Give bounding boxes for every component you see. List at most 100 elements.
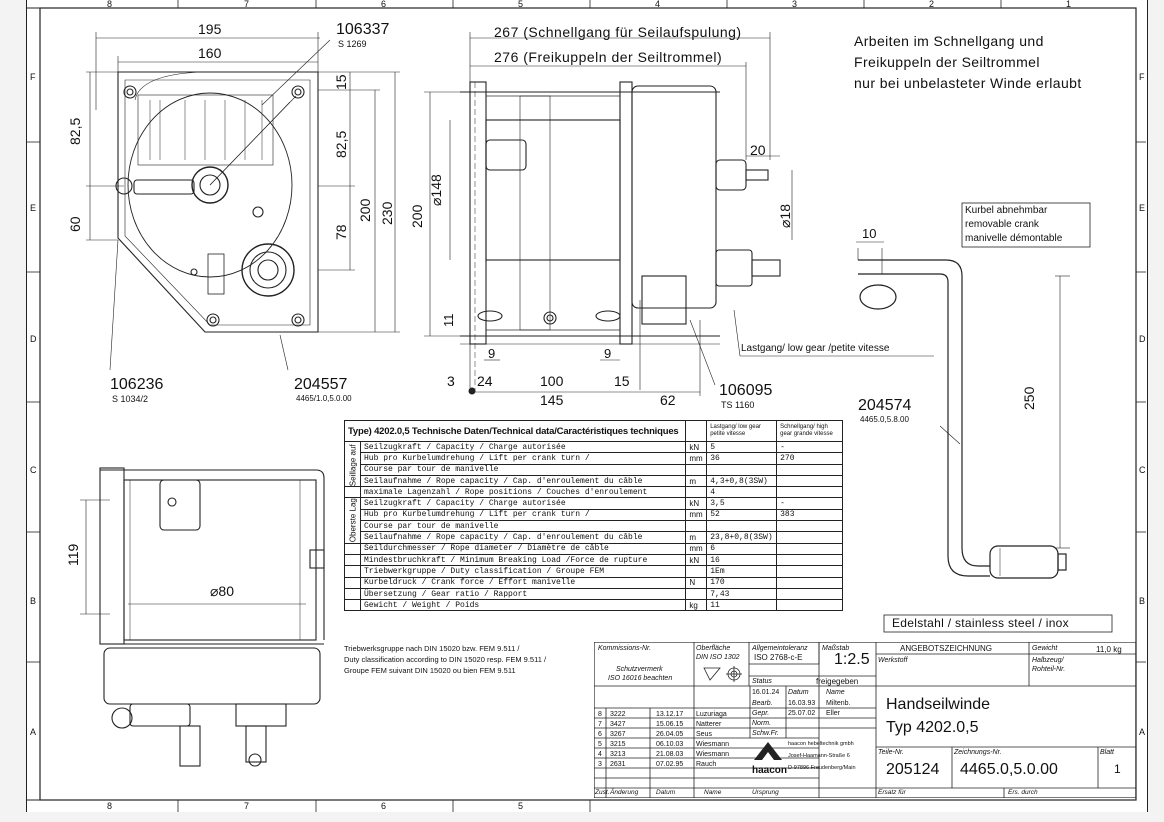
dim-15: 15 bbox=[333, 74, 349, 90]
spec-cell: 52 bbox=[706, 508, 778, 522]
rev-nr: 3427 bbox=[610, 721, 626, 728]
fem-note-line-2: Duty classification according to DIN 150… bbox=[344, 655, 547, 664]
side-view bbox=[460, 81, 781, 392]
table-row: maximale Lagenzahl / Rope positions / Co… bbox=[344, 486, 843, 499]
tb-gepr: Gepr. bbox=[752, 710, 770, 717]
table-row: Hub pro Kurbelumdrehung / Lift per crank… bbox=[345, 508, 843, 522]
tb-ursprung: Ursprung bbox=[752, 789, 779, 796]
spec-cell: kN bbox=[685, 440, 708, 454]
spec-cell: Course par tour de manivelle bbox=[359, 463, 687, 476]
spec-cell: 6 bbox=[706, 542, 778, 555]
warning-note-line-1: Arbeiten im Schnellgang und bbox=[854, 33, 1044, 49]
spec-cell: 4 bbox=[706, 486, 778, 499]
row-label-d-right: D bbox=[1139, 334, 1146, 344]
spec-cell: N bbox=[685, 576, 708, 589]
spec-cell: kN bbox=[685, 497, 708, 510]
dim-119: 119 bbox=[65, 543, 81, 566]
rev-z: 6 bbox=[598, 731, 602, 738]
table-row: Seildurchmesser / Rope diameter / Diamèt… bbox=[344, 542, 843, 555]
dim-200: 200 bbox=[357, 198, 373, 222]
tb-aenderung: Änderung bbox=[610, 789, 639, 796]
row-label-d: D bbox=[30, 334, 37, 344]
spec-cell bbox=[685, 486, 708, 499]
rev-nr: 2631 bbox=[610, 761, 626, 768]
dim-15-side: 15 bbox=[614, 373, 630, 389]
table-row: Seillage auf ... Sur le tambourSeilzugkr… bbox=[344, 440, 843, 487]
col-label-8: 8 bbox=[107, 0, 113, 9]
lastgang-note: Lastgang/ low gear /petite vitesse bbox=[741, 343, 890, 354]
tb-gewicht: 11,0 kg bbox=[1096, 645, 1122, 654]
spec-cell bbox=[776, 463, 843, 476]
dim-276: 276 (Freikuppeln der Seiltrommel) bbox=[494, 49, 723, 65]
spec-cell bbox=[685, 463, 708, 476]
rev-date: 15.06.15 bbox=[656, 721, 684, 728]
tb-blatt-label: Blatt bbox=[1100, 749, 1115, 756]
part-106095: 106095 bbox=[719, 382, 773, 399]
tb-bearb-name: Miltenb. bbox=[826, 700, 851, 707]
spec-cell bbox=[776, 587, 843, 601]
rev-z: 4 bbox=[598, 751, 602, 758]
dim-160: 160 bbox=[198, 45, 222, 61]
part-106337: 106337 bbox=[336, 21, 390, 38]
spec-cell: 16 bbox=[706, 553, 778, 567]
tb-company-3: D-97896 Freudenberg/Main bbox=[788, 765, 856, 771]
spec-cell bbox=[685, 520, 708, 533]
spec-cell: 383 bbox=[776, 508, 843, 522]
spec-cell: m bbox=[685, 531, 708, 544]
tb-zeich: 4465.0,5.0.00 bbox=[960, 761, 1058, 778]
tb-massstab-label: Maßstab bbox=[822, 645, 850, 652]
spec-cell: 170 bbox=[706, 576, 778, 589]
dim-250: 250 bbox=[1021, 386, 1037, 410]
tb-bearb-date: 16.03.93 bbox=[788, 700, 816, 707]
tb-status: freigegeben bbox=[816, 677, 859, 686]
spec-cell: mm bbox=[685, 508, 708, 522]
dim-145: 145 bbox=[540, 392, 564, 408]
warning-note-line-3: nur bei unbelasteter Winde erlaubt bbox=[854, 75, 1082, 91]
tb-status-label: Status bbox=[752, 678, 772, 685]
table-row: Kurbeldruck / Crank force / Effort maniv… bbox=[344, 576, 843, 589]
spec-cell bbox=[706, 520, 778, 533]
spec-cell: Triebwerkgruppe / Duty classification / … bbox=[359, 565, 687, 578]
rev-date: 07.02.95 bbox=[656, 761, 684, 768]
tb-oberflaeche-2: DIN ISO 1302 bbox=[696, 654, 740, 661]
spec-title: Type) 4202.0,5 Technische Daten/Technica… bbox=[343, 420, 687, 442]
spec-cell: Seilzugkraft / Capacity / Charge autoris… bbox=[359, 440, 687, 454]
spec-cell: Hub pro Kurbelumdrehung / Lift per crank… bbox=[359, 452, 687, 465]
tb-schutz-1: Schutzvermerk bbox=[616, 666, 663, 673]
dim-3: 3 bbox=[447, 373, 455, 389]
row-label-f: F bbox=[30, 72, 36, 82]
tb-norm: Norm. bbox=[752, 720, 772, 727]
surface-symbol-icon bbox=[703, 666, 742, 682]
spec-cell bbox=[776, 576, 843, 589]
spec-cell bbox=[776, 599, 843, 612]
spec-cell bbox=[776, 520, 843, 533]
row-label-b: B bbox=[30, 596, 37, 606]
tb-title-1: Handseilwinde bbox=[886, 696, 991, 713]
part-106236-sub: S 1034/2 bbox=[112, 394, 149, 404]
top-view bbox=[99, 467, 325, 767]
table-row: Oberste Lage ... Sur le dern. coucheSeil… bbox=[344, 497, 843, 544]
dim-267: 267 (Schnellgang für Seilaufspulung) bbox=[494, 24, 742, 40]
spec-cell: 1Em bbox=[706, 565, 778, 578]
spec-cell: Seilzugkraft / Capacity / Charge autoris… bbox=[359, 497, 687, 510]
dim-20: 20 bbox=[750, 142, 766, 158]
rev-date: 26.04.05 bbox=[656, 731, 684, 738]
warning-note-line-2: Freikuppeln der Seiltrommel bbox=[854, 54, 1040, 70]
row-label-a-right: A bbox=[1139, 727, 1146, 737]
col-label-2: 2 bbox=[929, 0, 935, 9]
tb-schutz-2: ISO 16016 beachten bbox=[608, 675, 673, 682]
table-row: Seilaufnahme / Rope capacity / Cap. d'en… bbox=[345, 531, 843, 544]
table-row: Course par tour de manivelle bbox=[345, 463, 843, 476]
spec-cell: 3,5 bbox=[706, 497, 778, 510]
tb-gewicht-label: Gewicht bbox=[1032, 645, 1058, 652]
spec-cell: mm bbox=[685, 542, 708, 555]
haacon-logo-icon bbox=[754, 742, 782, 760]
col-label-5-bottom: 5 bbox=[518, 801, 524, 811]
part-106236: 106236 bbox=[110, 376, 164, 393]
tb-oberflaeche-1: Oberfläche bbox=[696, 645, 731, 652]
tb-logo-text: haacon bbox=[752, 765, 788, 776]
technical-data-table: Type) 4202.0,5 Technische Daten/Technica… bbox=[343, 420, 843, 612]
